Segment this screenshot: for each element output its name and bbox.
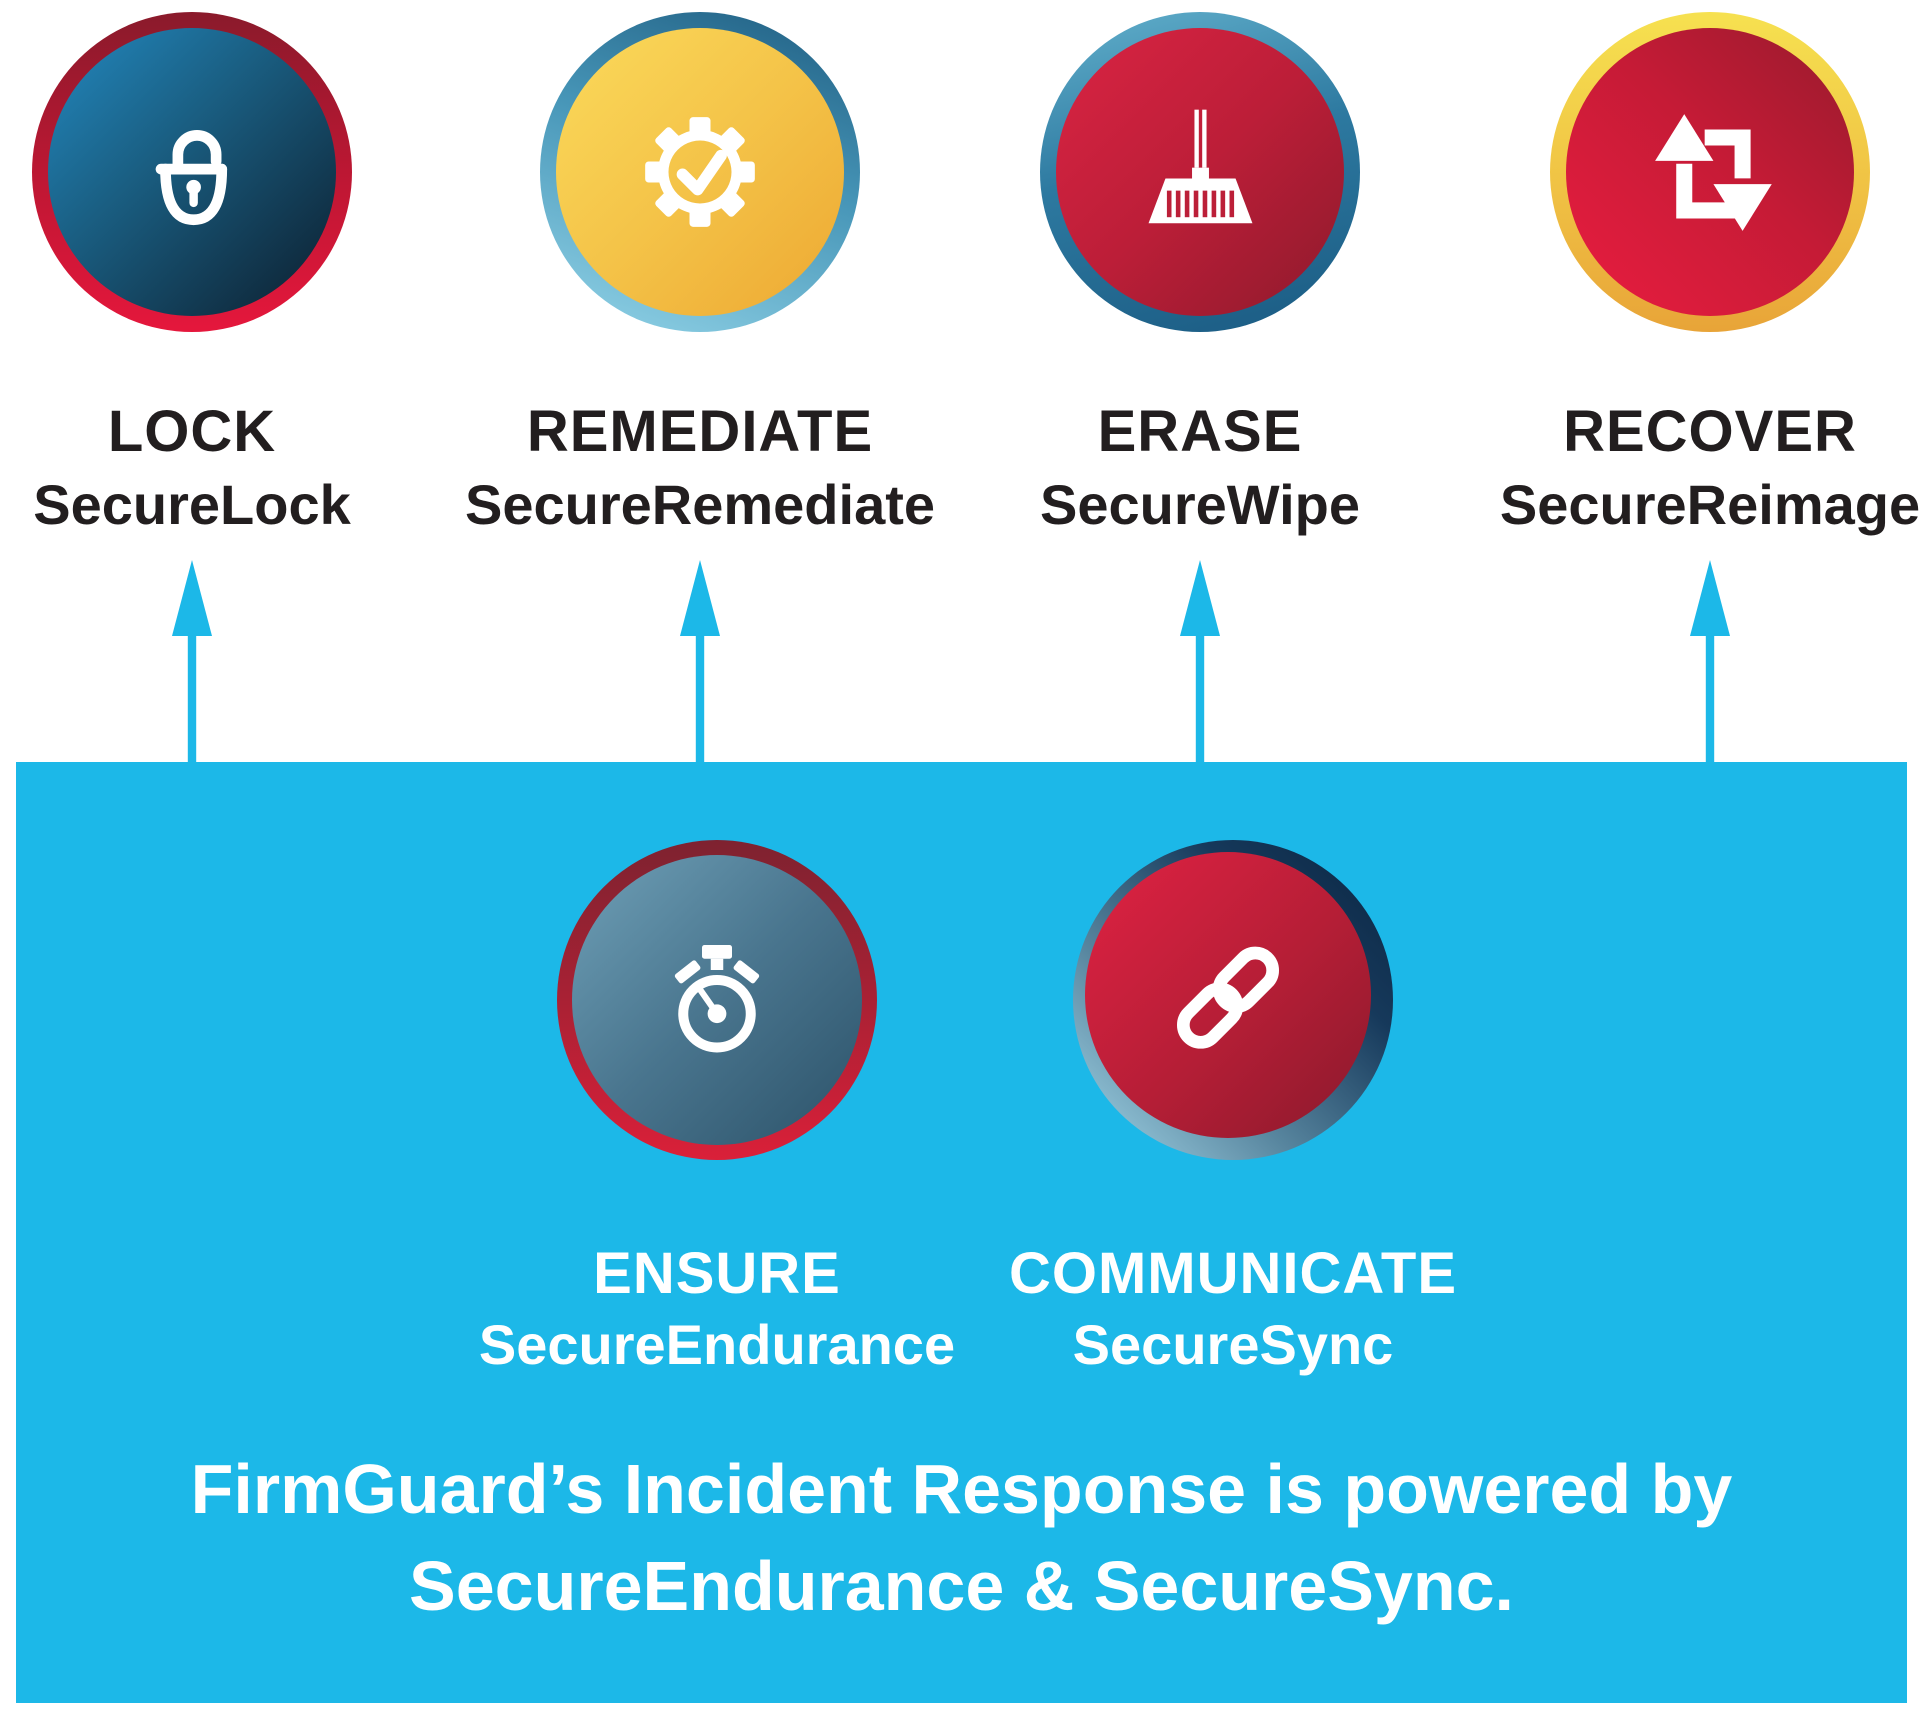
stage-product-erase: SecureWipe [1039, 473, 1361, 536]
foundation-label-ensure: ENSURE [593, 1241, 841, 1306]
stage-label-lock: LOCK [107, 399, 277, 464]
stage-circle-recover [1550, 12, 1870, 332]
stage-label-erase: ERASE [1097, 399, 1303, 464]
foundation-panel: ENSURE SecureEndurance COMMUNICATE Secur… [16, 762, 1907, 1703]
stage-label-recover: RECOVER [1563, 399, 1857, 464]
stage-disc-lock [48, 28, 336, 316]
stopwatch-icon [674, 945, 760, 1053]
stage-product-remediate: SecureRemediate [464, 473, 936, 536]
foundation-circle-communicate [1073, 840, 1393, 1160]
stage-circle-lock [32, 12, 352, 332]
foundation-product-communicate: SecureSync [1072, 1313, 1394, 1376]
foundation-disc-ensure [572, 855, 862, 1145]
stage-label-remediate: REMEDIATE [526, 399, 874, 464]
foundation-disc-communicate [1085, 852, 1371, 1138]
broom-icon [1148, 109, 1252, 223]
foundation-product-ensure: SecureEndurance [478, 1313, 956, 1376]
up-arrow-erase [1180, 560, 1220, 766]
stage-circle-remediate [540, 12, 860, 332]
tagline-line2: SecureEndurance & SecureSync. [409, 1547, 1514, 1625]
foundation-label-communicate: COMMUNICATE [1008, 1241, 1458, 1306]
stage-disc-erase [1056, 28, 1344, 316]
tagline-line1: FirmGuard’s Incident Response is powered… [190, 1450, 1733, 1528]
chain-link-icon [1176, 946, 1280, 1049]
up-arrow-lock [172, 560, 212, 766]
stage-circle-erase [1040, 12, 1360, 332]
lock-icon [155, 129, 227, 225]
tagline: FirmGuard’s Incident Response is powered… [16, 1441, 1907, 1635]
repeat-arrows-icon [1654, 113, 1772, 231]
stage-product-lock: SecureLock [33, 473, 351, 536]
stage-disc-remediate [556, 28, 844, 316]
up-arrow-remediate [680, 560, 720, 766]
stage-disc-recover [1566, 28, 1854, 316]
gear-check-icon [645, 117, 755, 227]
foundation-circle-ensure [557, 840, 877, 1160]
up-arrow-recover [1690, 560, 1730, 766]
stage-product-recover: SecureReimage [1499, 473, 1920, 536]
